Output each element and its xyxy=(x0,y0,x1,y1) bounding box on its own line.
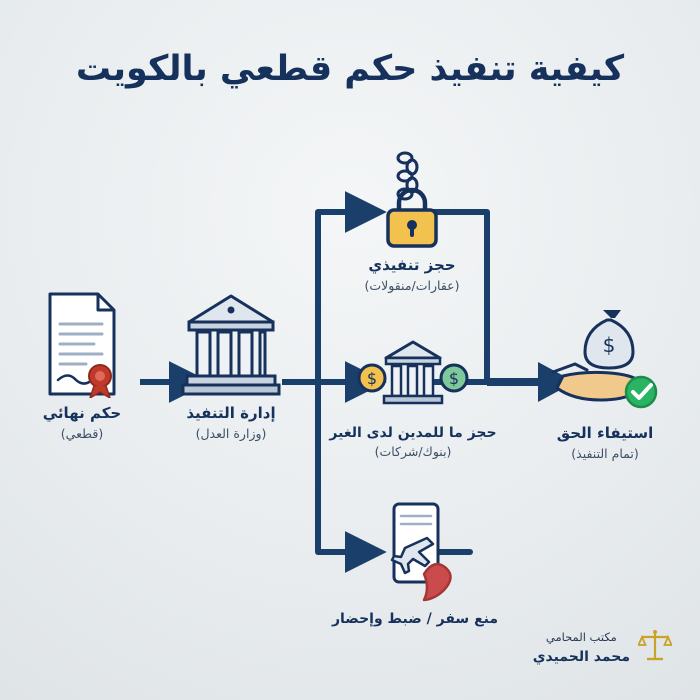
svg-text:$: $ xyxy=(603,333,616,357)
svg-text:$: $ xyxy=(449,369,459,388)
node-travel-ban[interactable]: منع سفر / ضبط وإحضار xyxy=(325,496,505,630)
document-seal-icon xyxy=(22,288,142,398)
node-execution-department[interactable]: إدارة التنفيذ (وزارة العدل) xyxy=(168,288,294,442)
courthouse-icon xyxy=(168,288,294,398)
node-label: إدارة التنفيذ xyxy=(186,404,276,422)
node-sublabel: (قطعي) xyxy=(60,425,104,441)
padlock-chain-icon xyxy=(337,150,487,250)
node-executive-seizure[interactable]: حجز تنفيذي (عقارات/منقولات) xyxy=(337,150,487,294)
node-label: منع سفر / ضبط وإحضار xyxy=(331,611,499,627)
node-label: استيفاء الحق xyxy=(556,424,654,442)
footer-line-1: مكتب المحامي xyxy=(545,629,617,644)
footer-line-2: محمد الحميدي xyxy=(532,648,630,665)
node-sublabel: (بنوك/شركات) xyxy=(374,444,452,460)
node-sublabel: (تمام التنفيذ) xyxy=(571,445,639,461)
node-right-fulfilled[interactable]: $ استيفاء الحق (تمام التنفيذ) xyxy=(535,298,675,462)
node-label: حجز تنفيذي xyxy=(368,256,456,274)
money-bag-hand-icon: $ xyxy=(535,298,675,418)
footer-logo-text: مكتب المحامي محمد الحميدي xyxy=(533,626,630,667)
node-label: حكم نهائي xyxy=(42,404,122,422)
node-sublabel: (عقارات/منقولات) xyxy=(364,277,460,293)
bank-money-icon: $ $ xyxy=(320,330,506,418)
page-title: كيفية تنفيذ حكم قطعي بالكويت xyxy=(75,49,625,89)
node-sublabel: (وزارة العدل) xyxy=(195,425,267,441)
node-final-judgment[interactable]: حكم نهائي (قطعي) xyxy=(22,288,142,442)
node-label: حجز ما للمدين لدى الغير xyxy=(329,425,497,441)
footer-logo[interactable]: مكتب المحامي محمد الحميدي xyxy=(533,626,673,667)
scales-of-justice-icon xyxy=(637,628,673,664)
travel-ban-icon xyxy=(325,496,505,604)
svg-text:$: $ xyxy=(367,369,377,388)
node-third-party-seizure[interactable]: $ $ حجز ما للمدين لدى الغير (بنوك/شركات) xyxy=(320,330,506,460)
